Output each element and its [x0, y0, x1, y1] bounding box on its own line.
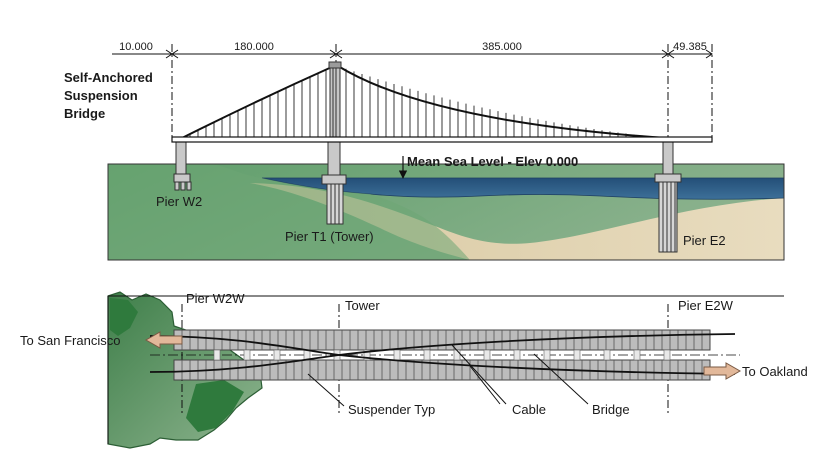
- plan-deck-strut: [393, 349, 401, 361]
- sf-land-patch: [110, 298, 138, 336]
- to-oakland-label: To Oakland: [742, 364, 808, 379]
- plan-deck-strut: [213, 349, 221, 361]
- pier-e2-label: Pier E2: [683, 233, 726, 248]
- plan-deck-strut: [423, 349, 431, 361]
- plan-deck-strut: [363, 349, 371, 361]
- to-oakland-arrow: [703, 362, 742, 380]
- dim-west-span: 180.000: [234, 41, 274, 53]
- tower-label: Tower: [345, 298, 380, 313]
- plan-deck-strut: [633, 349, 641, 361]
- deck-elevation: [171, 136, 713, 143]
- bridge-title-line-1: Self-Anchored: [64, 70, 153, 85]
- to-sf-arrow: [144, 331, 183, 349]
- water-body: [261, 177, 785, 200]
- pier-w2w-label: Pier W2W: [186, 291, 245, 306]
- plan-deck-strut: [663, 349, 671, 361]
- plan-leaders: [307, 344, 589, 407]
- bridge-label: Bridge: [592, 402, 630, 417]
- sand-bed: [250, 183, 784, 260]
- plan-deck-strut: [243, 349, 251, 361]
- plan-deck-strut: [543, 349, 551, 361]
- mean-sea-level-label: Mean Sea Level - Elev 0.000: [407, 154, 578, 169]
- bridge-title-line-3: Bridge: [64, 106, 105, 121]
- plan-view: Pier W2W Tower Pier E2W To San Francisco…: [20, 291, 808, 449]
- plan-deck-strut: [603, 349, 611, 361]
- sf-land-patch-2: [186, 380, 244, 432]
- plan-frame: [107, 295, 784, 444]
- elevation-frame: [107, 163, 785, 261]
- plan-deck-strut: [273, 349, 281, 361]
- elevation-suspenders: [189, 68, 659, 138]
- plan-deck-strut: [483, 349, 491, 361]
- elevation-view: 10.000 180.000 385.000 49.385 Self-Ancho…: [64, 41, 785, 261]
- dim-west-back: 10.000: [119, 41, 153, 53]
- pier-w2-label: Pier W2: [156, 194, 202, 209]
- pier-t1-label: Pier T1 (Tower): [285, 229, 374, 244]
- dimension-chain: [112, 44, 713, 140]
- suspender-label: Suspender Typ: [348, 402, 435, 417]
- plan-cables: [149, 333, 736, 375]
- dim-east-back: 49.385: [673, 41, 707, 53]
- plan-deck-strut: [513, 349, 521, 361]
- to-san-francisco-label: To San Francisco: [20, 333, 120, 348]
- plan-deck-strut: [573, 349, 581, 361]
- shore-slope: [108, 164, 470, 260]
- tower-elevation: [328, 61, 342, 139]
- bridge-title-line-2: Suspension: [64, 88, 138, 103]
- pier-e2-elevation: [654, 139, 682, 253]
- dim-east-span: 385.000: [482, 41, 522, 53]
- pier-e2w-label: Pier E2W: [678, 298, 734, 313]
- main-cable: [181, 65, 667, 139]
- cable-label: Cable: [512, 402, 546, 417]
- pier-t1-elevation: [321, 139, 347, 225]
- plan-deck-strut: [453, 349, 461, 361]
